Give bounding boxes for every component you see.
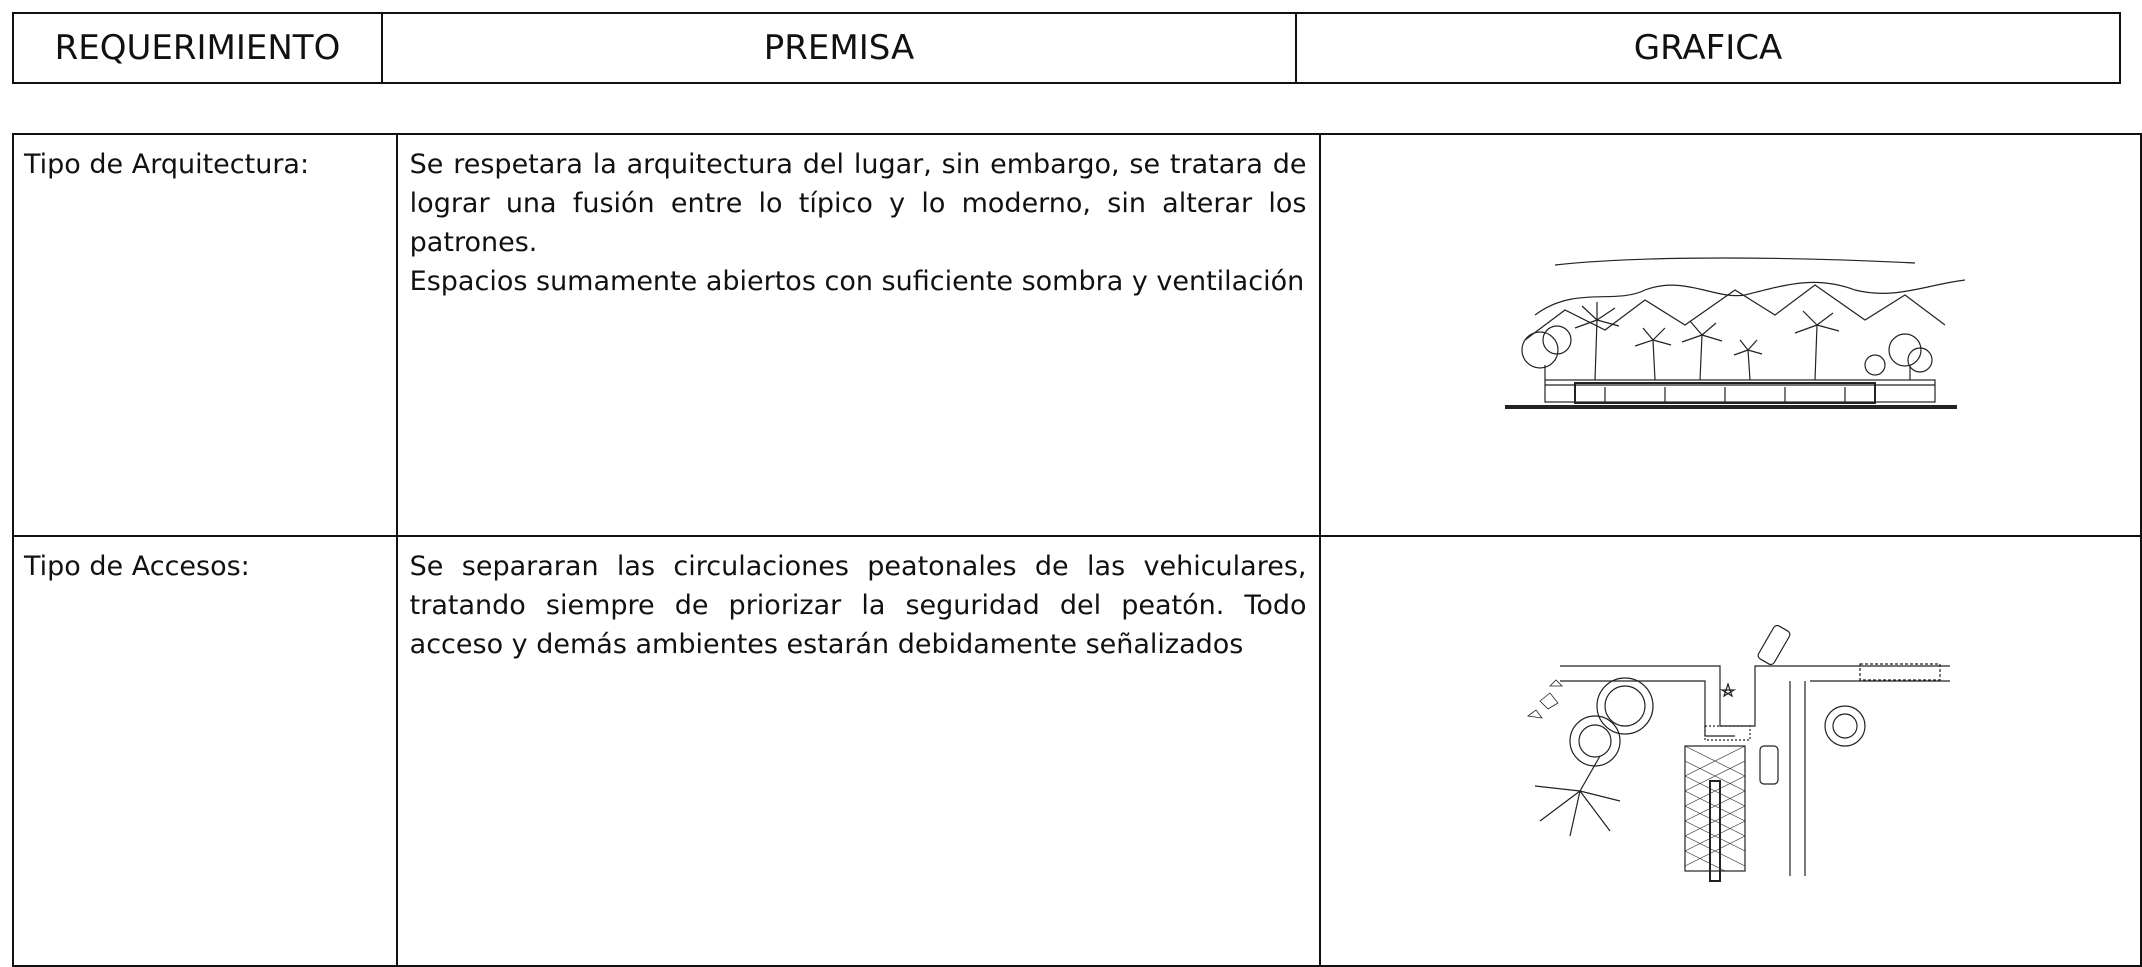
- requirement-cell: Tipo de Accesos:: [12, 535, 398, 967]
- site-plan-drawing-icon: [1527, 624, 1951, 882]
- table-row: Tipo de Accesos: Se separaran las circul…: [12, 535, 2142, 967]
- premise-paragraph: Se separaran las circulaciones peatonale…: [409, 551, 1307, 660]
- header-table: REQUERIMIENTO PREMISA GRAFICA: [12, 12, 2121, 84]
- header-grafica: GRAFICA: [1295, 12, 2121, 84]
- premise-cell: Se respetara la arquitectura del lugar, …: [395, 133, 1321, 537]
- requirements-table: Tipo de Arquitectura: Se respetara la ar…: [12, 133, 2142, 967]
- graphic-cell: [1318, 133, 2142, 537]
- requirement-cell: Tipo de Arquitectura:: [12, 133, 398, 537]
- elevation-drawing-icon: [1505, 257, 1966, 409]
- premise-cell: Se separaran las circulaciones peatonale…: [395, 535, 1321, 967]
- graphic-cell: [1318, 535, 2142, 967]
- header-premisa: PREMISA: [381, 12, 1297, 84]
- table-row: Tipo de Arquitectura: Se respetara la ar…: [12, 133, 2142, 537]
- premise-paragraph: Se respetara la arquitectura del lugar, …: [409, 149, 1307, 258]
- header-requerimiento: REQUERIMIENTO: [12, 12, 383, 84]
- premise-paragraph: Espacios sumamente abiertos con suficien…: [409, 266, 1305, 297]
